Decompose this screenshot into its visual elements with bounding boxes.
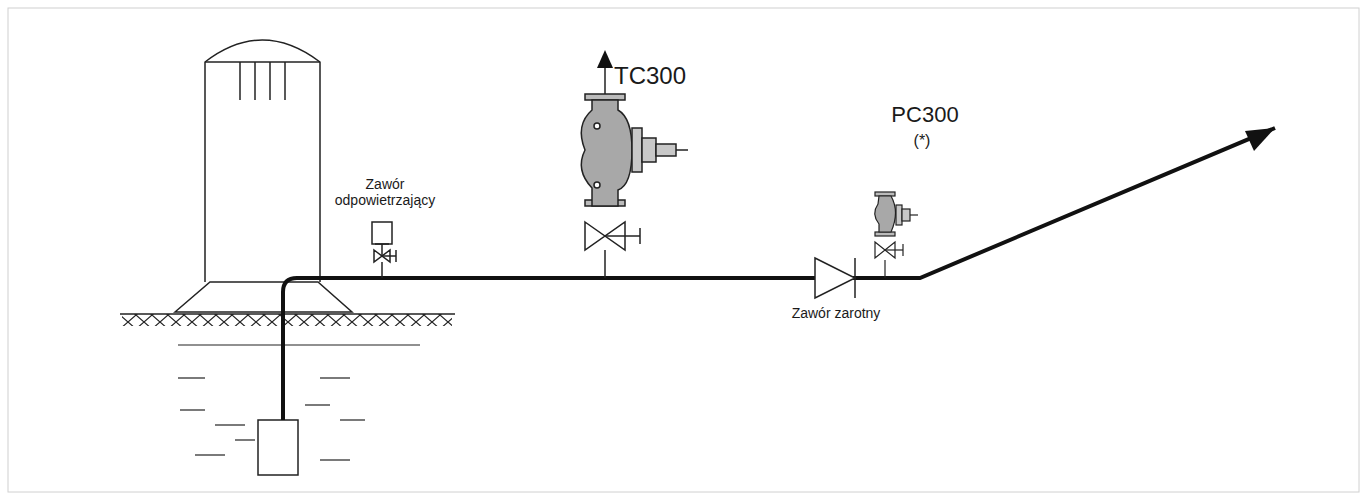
valve-label: Zawór odpowietrzający [330, 176, 440, 208]
tc300-valve [581, 66, 688, 278]
water-tower [175, 40, 352, 312]
valve-label: PC300 [891, 102, 958, 127]
vent-arrow [597, 50, 613, 68]
check-valve [815, 258, 855, 298]
flow-arrow [1245, 128, 1275, 151]
pc300-valve [875, 192, 918, 278]
frame [8, 8, 1359, 492]
valve-label: Zawór zarotny [792, 305, 881, 321]
pipeline [283, 128, 1275, 420]
pump [258, 420, 298, 475]
valve-label: TC300 [614, 62, 686, 90]
air-release-valve [372, 222, 396, 278]
footnote-mark: (*) [914, 132, 931, 150]
